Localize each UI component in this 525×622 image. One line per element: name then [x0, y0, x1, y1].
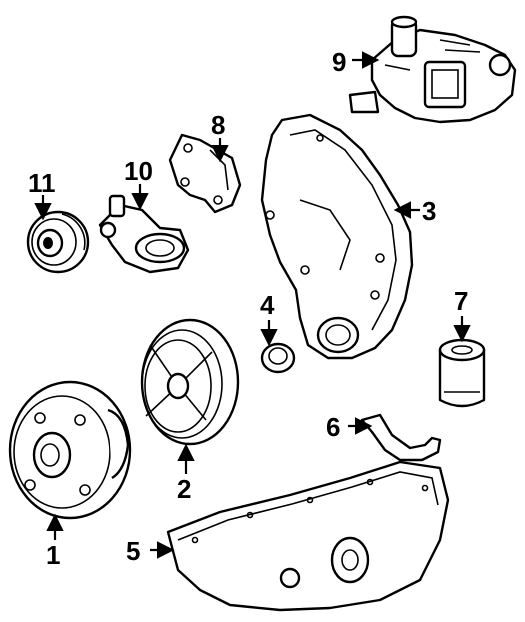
seal-part-4 [260, 342, 296, 374]
callout-7: 7 [454, 286, 468, 316]
callout-9: 9 [332, 47, 346, 77]
callout-2: 2 [177, 474, 191, 504]
callout-5: 5 [126, 536, 140, 566]
oil-filter-part-7 [438, 338, 486, 408]
callout-10: 10 [124, 156, 153, 186]
timing-cover-part-3 [260, 113, 414, 360]
callout-1: 1 [46, 540, 60, 570]
callout-8: 8 [211, 110, 225, 140]
gasket-part-6 [360, 413, 442, 462]
bracket-part-8 [168, 133, 242, 214]
oil-pan-part-5 [166, 460, 450, 612]
callout-11: 11 [28, 168, 56, 198]
leader-lines [34, 51, 471, 559]
callout-4: 4 [260, 290, 275, 320]
callout-3: 3 [422, 196, 436, 226]
fitting-part-10 [98, 194, 190, 274]
crank-pulley-part-2 [140, 318, 240, 446]
balancer-part-1 [8, 380, 132, 520]
small-pulley-part-11 [26, 210, 90, 274]
callout-6: 6 [326, 412, 340, 442]
injection-pump-part-9 [348, 15, 517, 124]
callout-labels: 1 2 3 4 5 6 7 8 9 10 11 [28, 47, 468, 570]
